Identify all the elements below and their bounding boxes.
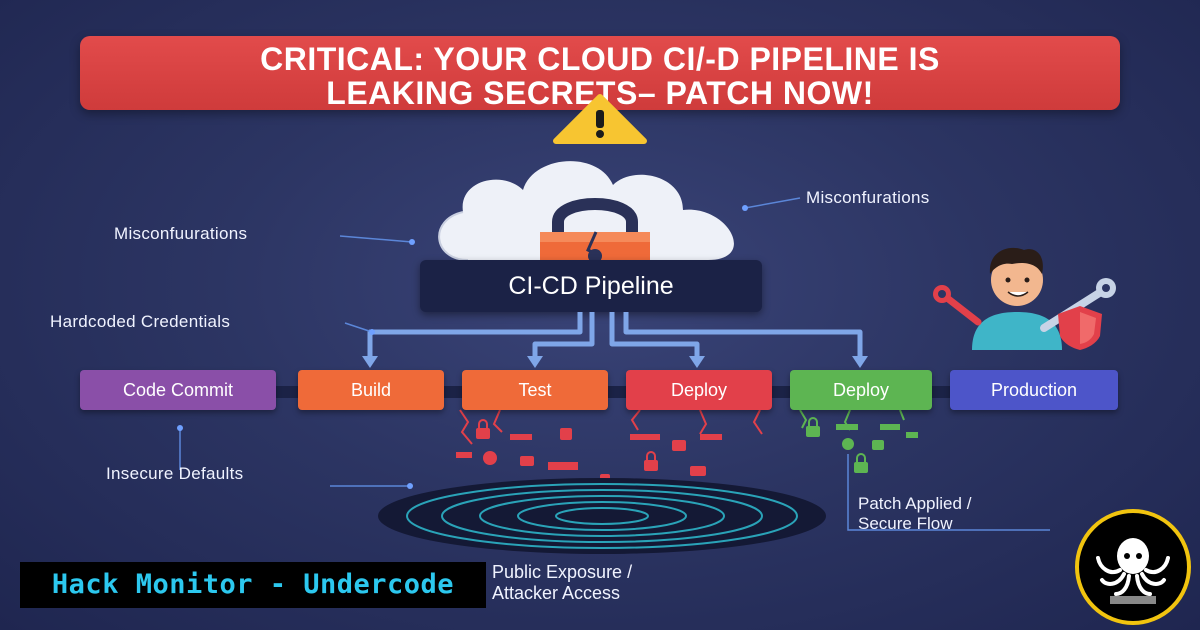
pipeline-title-box: CI-CD Pipeline (420, 260, 762, 312)
cloud-icon (438, 161, 734, 261)
banner-line-1: CRITICAL: YOUR CLOUD CI/-D PIPELINE IS (260, 41, 940, 77)
stage-label: Production (990, 380, 1078, 400)
stage-label: Deploy (670, 380, 728, 400)
callout-insecure-defaults: Insecure Defaults (106, 464, 244, 483)
callout-misconfigurations-right: Misconfurations (806, 188, 930, 207)
watermark-text: Hack Monitor - Undercode (51, 569, 455, 600)
octopus-logo-icon (1075, 509, 1191, 625)
stage-code-commit: Code Commit (80, 370, 276, 410)
stage-deploy-insecure: Deploy (626, 370, 772, 410)
warning-icon (553, 94, 647, 144)
stage-label: Build (350, 380, 392, 400)
exposure-line-1: Public Exposure / (492, 562, 633, 582)
callout-patch-applied: Patch Applied / Secure Flow (858, 494, 971, 534)
stage-label: Code Commit (122, 380, 234, 400)
stage-test: Test (462, 370, 608, 410)
callout-hardcoded-credentials: Hardcoded Credentials (50, 312, 231, 331)
stage-production: Production (950, 370, 1118, 410)
patch-line-1: Patch Applied / (858, 494, 972, 513)
stage-deploy-secure: Deploy (790, 370, 932, 410)
developer-icon (933, 247, 1116, 350)
stage-label: Test (518, 380, 552, 400)
shield-icon (1058, 306, 1102, 350)
callout-misconfigurations-left: Misconfuurations (114, 224, 248, 243)
stage-build: Build (298, 370, 444, 410)
exposure-line-2: Attacker Access (492, 583, 621, 603)
pipeline-title: CI-CD Pipeline (508, 272, 674, 300)
patch-line-2: Secure Flow (858, 514, 953, 533)
watermark-banner: Hack Monitor - Undercode (20, 562, 486, 608)
wrench-icon (933, 285, 982, 326)
stage-label: Deploy (832, 380, 890, 400)
callout-public-exposure: Public Exposure / Attacker Access (492, 562, 632, 604)
